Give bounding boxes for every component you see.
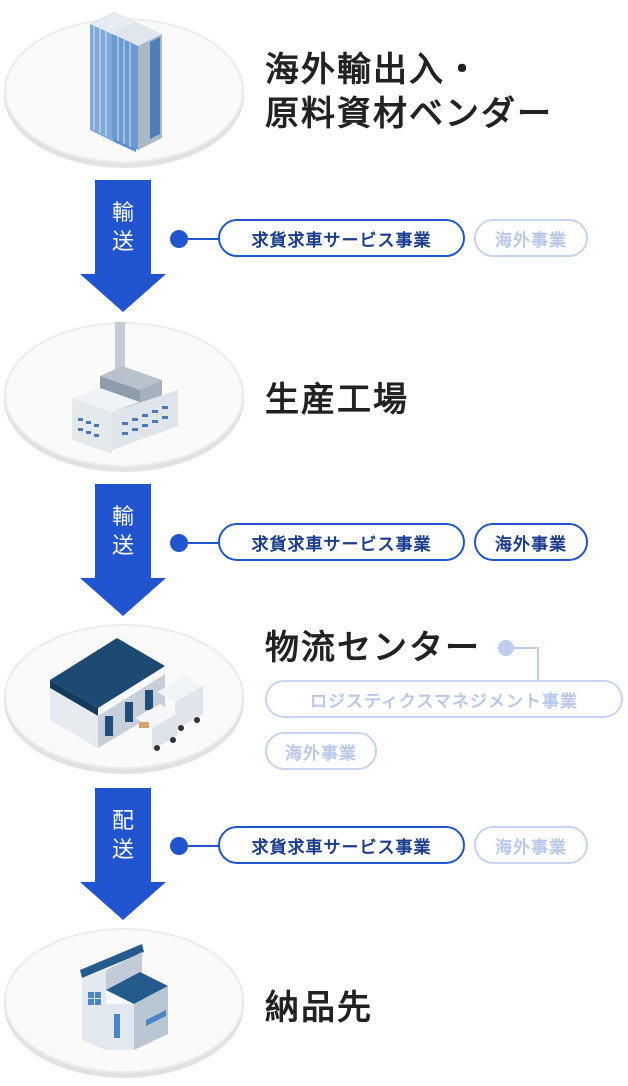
transport-arrow: 輸 送 [80,484,166,616]
arrow-label: 輸 [111,201,134,226]
arrow-label: 配 [111,809,134,834]
connector-line [188,845,220,847]
connector [170,523,220,563]
node-title: 海外輸出入・ 原料資材ベンダー [265,50,553,134]
connector-dot [170,837,188,855]
arrow-down-icon [80,274,166,312]
arrow-shaft: 輸 送 [95,180,151,276]
connector-line [510,647,538,649]
connector-line [188,542,220,544]
tag-freight-matching[interactable]: 求貨求車サービス事業 [218,826,465,864]
tag-freight-matching[interactable]: 求貨求車サービス事業 [218,523,465,561]
node-title: 物流センター [265,628,481,668]
connector-line [537,647,539,683]
node-logistics-center: 物流センター [0,616,628,786]
connector-dot [498,640,514,656]
connector-dot [170,230,188,248]
connector [170,219,220,259]
arrow-label: 送 [111,534,134,559]
arrow-shaft: 輸 送 [95,484,151,580]
node-title: 納品先 [265,988,373,1028]
house-icon [80,944,168,1050]
tag-logistics-management[interactable]: ロジスティクスマネジメント事業 [265,680,623,718]
arrow-down-icon [80,882,166,920]
delivery-arrow: 配 送 [80,788,166,920]
transport-arrow: 輸 送 [80,180,166,312]
warehouse-icon [50,638,203,751]
arrow-label: 送 [111,838,134,863]
node-delivery-destination: 納品先 [0,920,628,1086]
connector-line [188,238,220,240]
tag-overseas[interactable]: 海外事業 [265,732,377,770]
tag-overseas[interactable]: 海外事業 [474,523,588,561]
tag-overseas[interactable]: 海外事業 [474,826,588,864]
tag-freight-matching[interactable]: 求貨求車サービス事業 [218,219,465,257]
node-factory: 生産工場 [0,316,628,476]
arrow-label: 送 [111,230,134,255]
connector-dot [170,534,188,552]
tag-overseas[interactable]: 海外事業 [474,219,588,257]
arrow-shaft: 配 送 [95,788,151,884]
arrow-label: 輸 [111,505,134,530]
node-vendor: 海外輸出入・ 原料資材ベンダー [0,0,628,180]
factory-icon [72,322,178,454]
node-title: 生産工場 [265,380,409,420]
office-building-icon [90,12,162,152]
arrow-down-icon [80,578,166,616]
connector [170,826,220,866]
